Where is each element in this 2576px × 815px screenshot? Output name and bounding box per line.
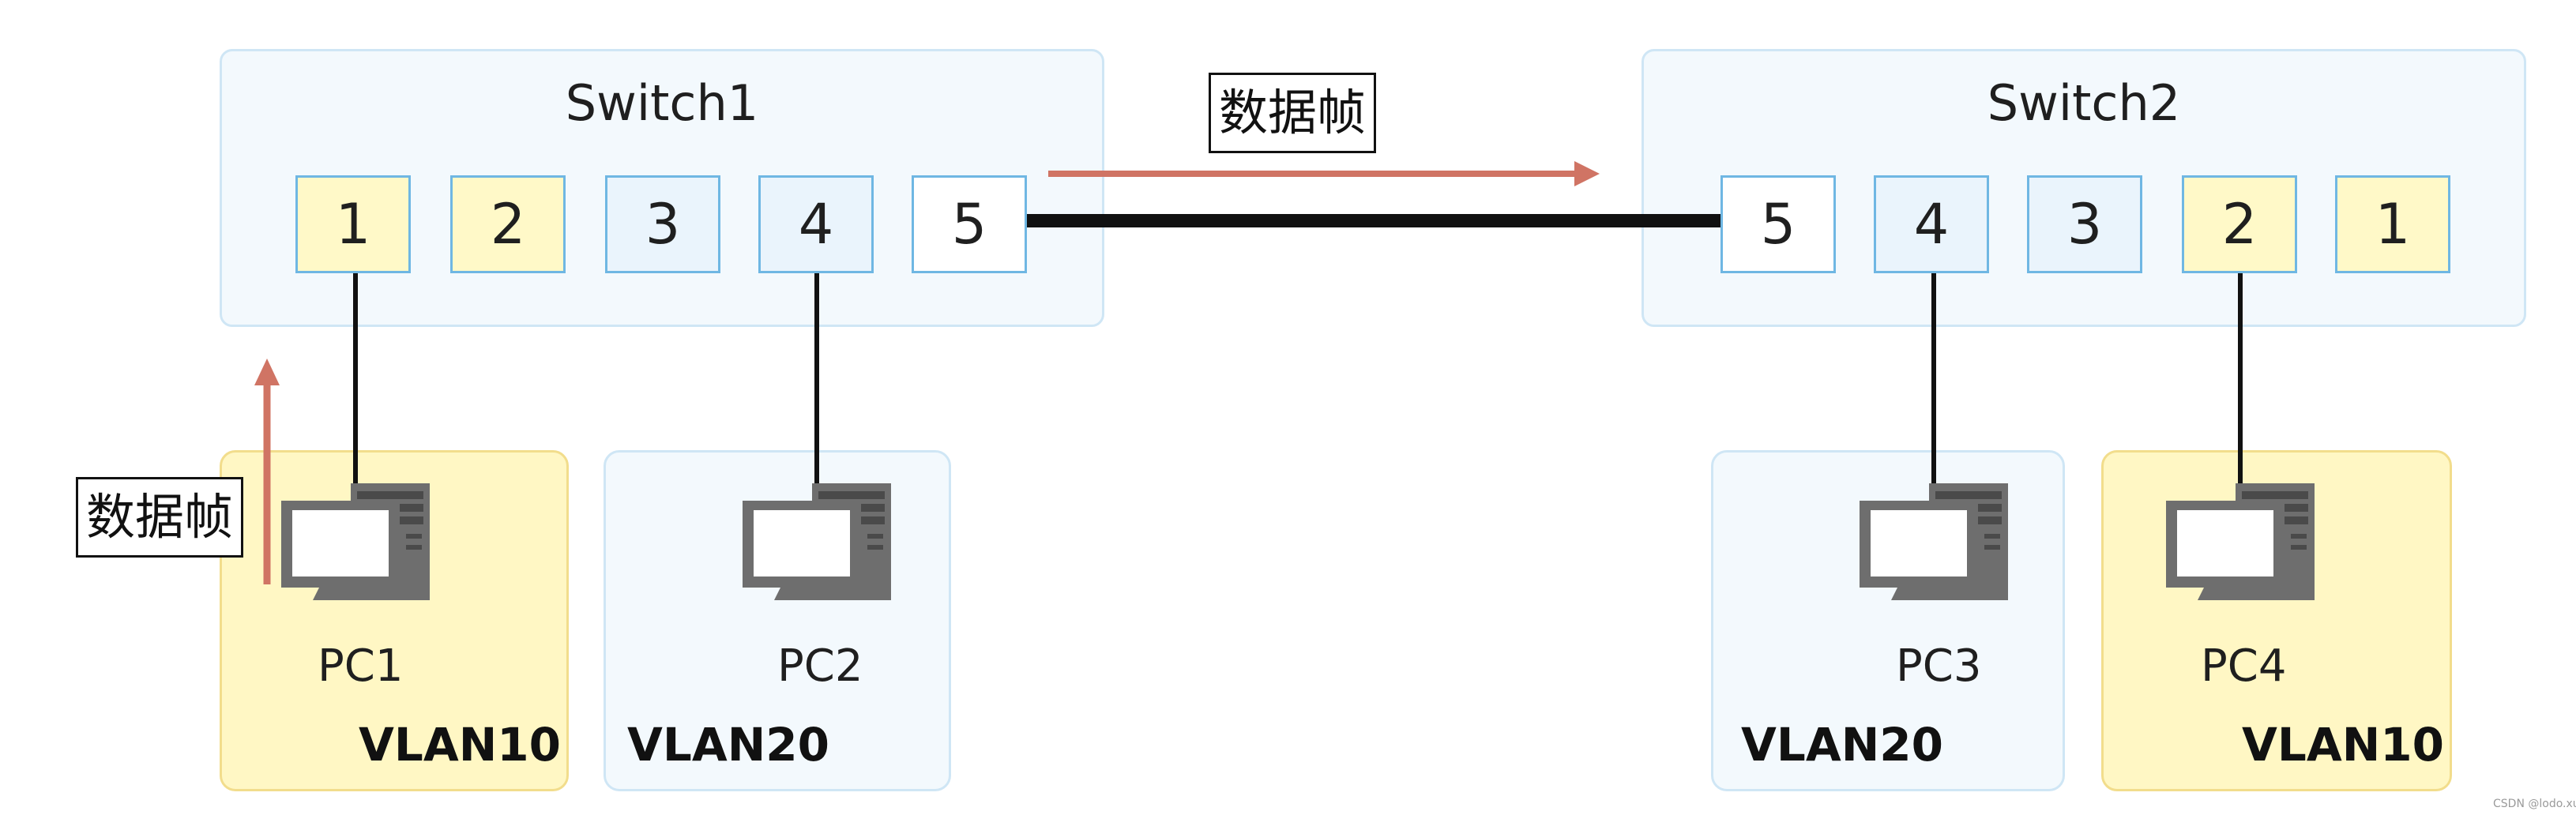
trunk-frame-arrow [1048,161,1600,186]
desktop-computer-icon [2166,483,2315,600]
desktop-computer-icon [281,483,430,600]
pc4-access-link [2238,273,2243,496]
pc3-access-link [1931,273,1936,496]
pc1-vlan-label: VLAN10 [359,718,561,772]
switch2-port-4: 4 [1874,175,1989,273]
pc2-vlan-label: VLAN20 [627,718,829,772]
pc1-vlan10-box [220,450,569,791]
pc1-frame-label: 数据帧 [76,477,243,558]
pc3-vlan-label: VLAN20 [1741,718,1943,772]
switch1-port-5: 5 [912,175,1027,273]
pc4-label: PC4 [2201,640,2287,692]
switch1-port-3: 3 [605,175,720,273]
switch1-port-1: 1 [295,175,411,273]
switch2-port-3: 3 [2027,175,2142,273]
trunk-link [1027,214,1720,227]
switch1-port-4: 4 [758,175,874,273]
switch2-port-5: 5 [1720,175,1836,273]
pc3-label: PC3 [1896,640,1982,692]
switch1-title: Switch1 [565,74,759,132]
switch1-port-2: 2 [450,175,566,273]
desktop-computer-icon [1860,483,2008,600]
pc1-access-link [353,273,358,496]
watermark: CSDN @lodo.xu [2493,798,2576,810]
pc4-vlan-label: VLAN10 [2242,718,2444,772]
pc2-label: PC2 [777,640,863,692]
trunk-frame-label: 数据帧 [1209,73,1376,153]
switch2-port-2: 2 [2182,175,2297,273]
pc1-frame-arrow [254,359,280,584]
switch2-port-1: 1 [2335,175,2450,273]
desktop-computer-icon [743,483,891,600]
pc1-label: PC1 [318,640,404,692]
pc2-access-link [814,273,819,496]
switch2-title: Switch2 [1987,74,2181,132]
